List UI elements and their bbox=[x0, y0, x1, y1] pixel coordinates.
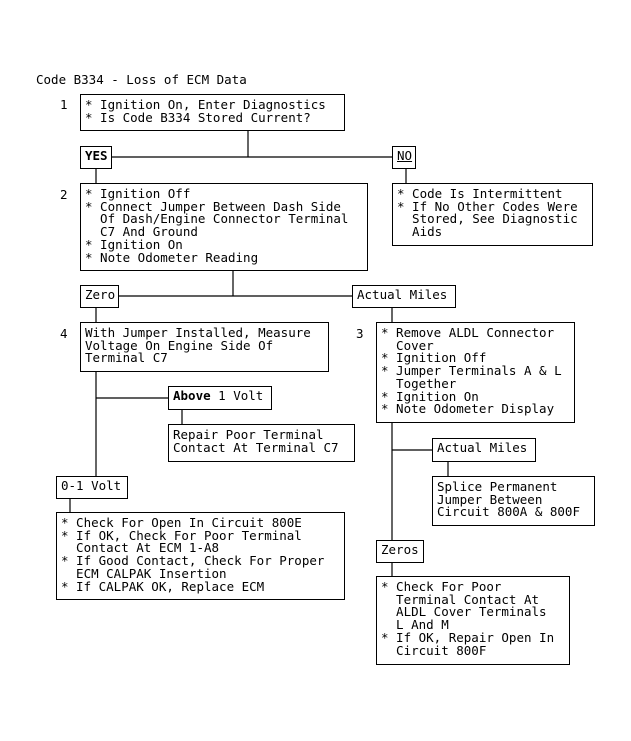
actual-miles-label: Actual Miles bbox=[352, 285, 456, 308]
step-1-box: * Ignition On, Enter Diagnostics * Is Co… bbox=[80, 94, 345, 131]
step-2-box: * Ignition Off * Connect Jumper Between … bbox=[80, 183, 368, 271]
splice-jumper-box: Splice Permanent Jumper Between Circuit … bbox=[432, 476, 595, 526]
check-open-box: * Check For Open In Circuit 800E * If OK… bbox=[56, 512, 345, 600]
poor-terminal-box: * Check For Poor Terminal Contact At ALD… bbox=[376, 576, 570, 665]
above-label-bold: Above bbox=[173, 388, 211, 403]
chart-title: Code B334 - Loss of ECM Data bbox=[36, 72, 247, 87]
step-4-box: With Jumper Installed, Measure Voltage O… bbox=[80, 322, 329, 372]
above-1-volt-label: Above 1 Volt bbox=[168, 386, 272, 410]
zeros-label: Zeros bbox=[376, 540, 424, 563]
step-number-4: 4 bbox=[60, 326, 68, 341]
yes-label: YES bbox=[80, 146, 112, 169]
no-label: NO bbox=[392, 146, 416, 169]
actual-miles-label-2: Actual Miles bbox=[432, 438, 536, 462]
above-label-rest: 1 Volt bbox=[210, 388, 264, 403]
intermittent-box: * Code Is Intermittent * If No Other Cod… bbox=[392, 183, 593, 246]
step-number-3: 3 bbox=[356, 326, 364, 341]
zero-label: Zero bbox=[80, 285, 119, 308]
step-3-box: * Remove ALDL Connector Cover * Ignition… bbox=[376, 322, 575, 423]
repair-terminal-box: Repair Poor Terminal Contact At Terminal… bbox=[168, 424, 355, 462]
zero-to-one-volt-label: 0-1 Volt bbox=[56, 476, 128, 499]
step-number-2: 2 bbox=[60, 187, 68, 202]
step-number-1: 1 bbox=[60, 97, 68, 112]
